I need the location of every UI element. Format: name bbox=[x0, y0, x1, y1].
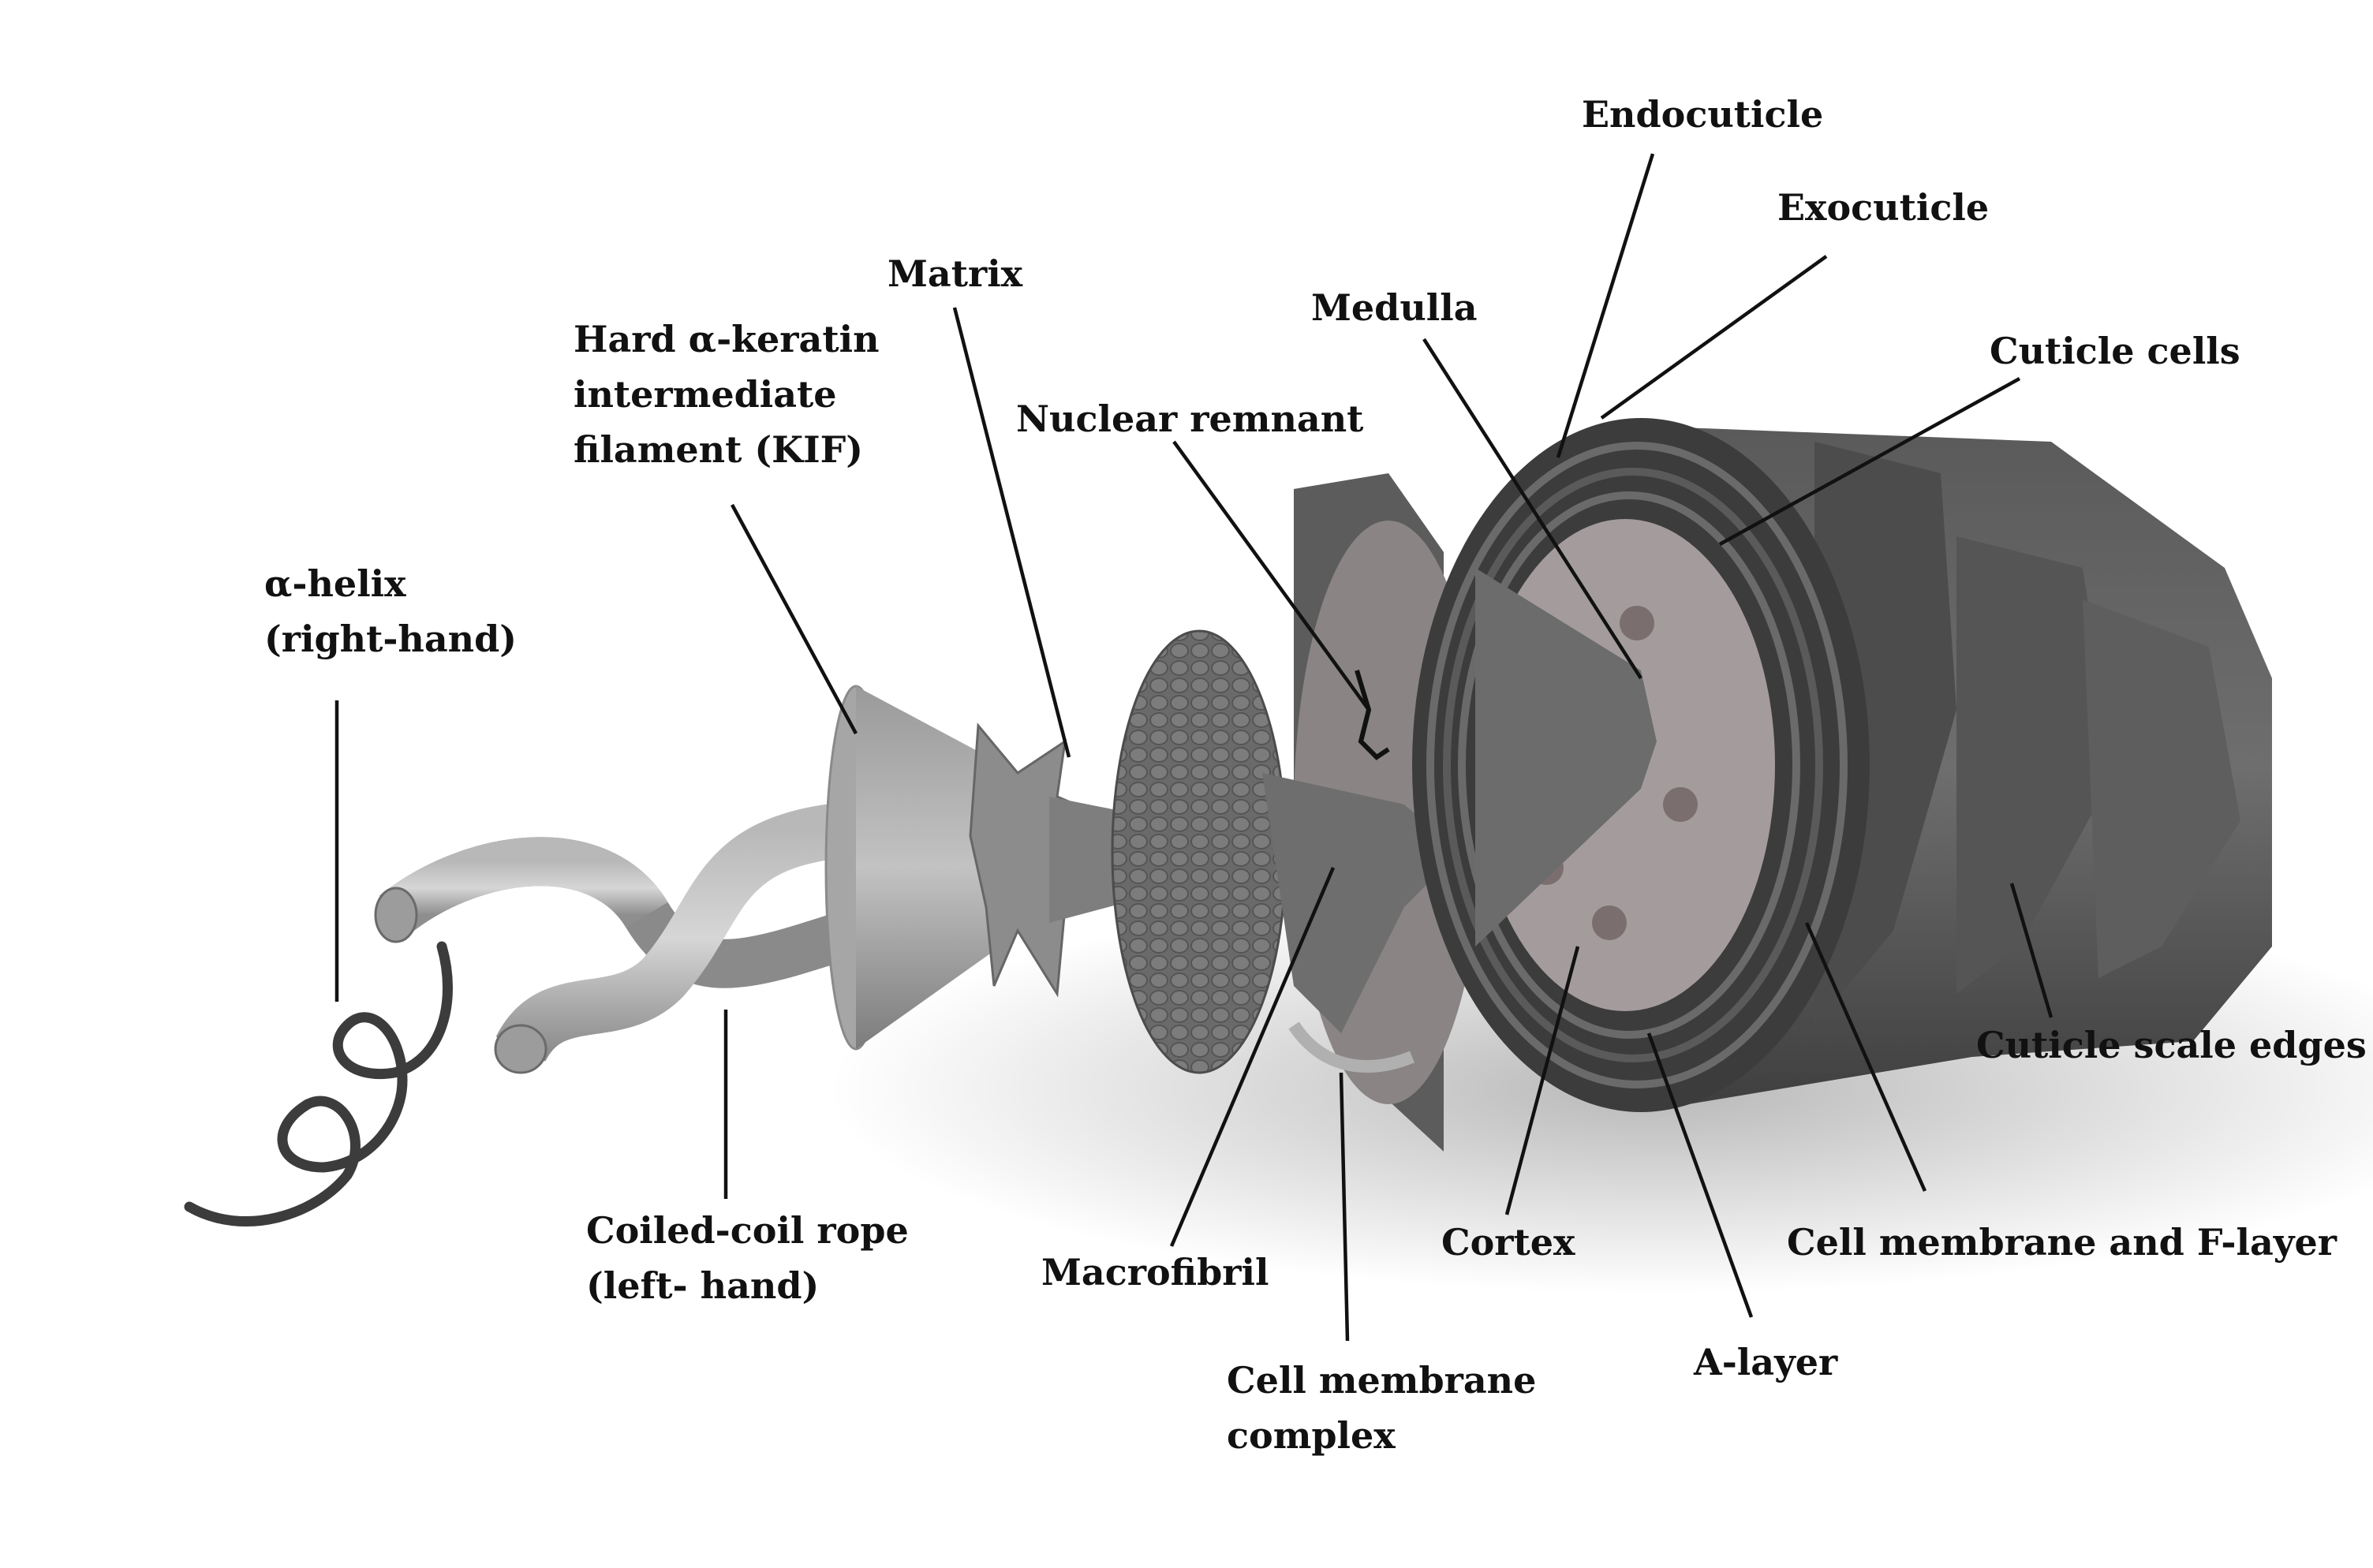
leader-exocuticle bbox=[1600, 255, 1828, 420]
leader-cell-membrane-complex bbox=[1339, 1072, 1350, 1342]
label-cuticle-scale-edges: Cuticle scale edges bbox=[1976, 1017, 2367, 1073]
label-medulla-text: Medulla bbox=[1311, 286, 1478, 329]
label-kif-line1: Hard α-keratin bbox=[574, 318, 880, 360]
cortex-nucleus-1 bbox=[1620, 606, 1654, 640]
label-exocuticle-text: Exocuticle bbox=[1777, 186, 1990, 229]
leader-kif bbox=[731, 503, 858, 735]
cuticle-scale-2 bbox=[1956, 536, 2114, 994]
label-cuticle-cells-text: Cuticle cells bbox=[1990, 330, 2240, 372]
cuticle-ring-3 bbox=[1426, 442, 1848, 1088]
label-kif: Hard α-keratin intermediate filament (KI… bbox=[574, 312, 880, 477]
leader-cuticle-scale-edges bbox=[2009, 883, 2053, 1018]
leader-matrix bbox=[952, 307, 1071, 758]
coiled-coil-tube-front bbox=[495, 801, 869, 1063]
leader-macrofibril bbox=[1169, 867, 1336, 1247]
leader-lines bbox=[334, 153, 2053, 1342]
label-kif-line3: filament (KIF) bbox=[574, 428, 864, 471]
leader-cuticle-cells bbox=[1718, 377, 2021, 546]
tube-end-bottom bbox=[494, 1024, 547, 1074]
label-coiled-coil-line1: Coiled-coil rope bbox=[586, 1209, 909, 1252]
label-nuclear-remnant: Nuclear remnant bbox=[1016, 391, 1363, 446]
label-a-layer: A-layer bbox=[1694, 1335, 1837, 1390]
medulla-cone bbox=[1475, 568, 1657, 946]
label-endocuticle: Endocuticle bbox=[1582, 87, 1823, 142]
label-cell-membrane-complex: Cell membrane complex bbox=[1227, 1353, 1536, 1463]
label-coiled-coil: Coiled-coil rope (left- hand) bbox=[586, 1203, 909, 1313]
leader-a-layer bbox=[1646, 1032, 1754, 1318]
label-cell-membrane-f-layer-text: Cell membrane and F-layer bbox=[1787, 1221, 2337, 1264]
label-cuticle-scale-edges-text: Cuticle scale edges bbox=[1976, 1024, 2367, 1066]
label-medulla: Medulla bbox=[1311, 280, 1478, 335]
label-kif-line2: intermediate bbox=[574, 373, 837, 416]
alpha-helix-shape bbox=[184, 941, 453, 1227]
label-cortex-text: Cortex bbox=[1441, 1221, 1575, 1264]
label-nuclear-remnant-text: Nuclear remnant bbox=[1016, 398, 1364, 440]
label-alpha-helix-line2: (right-hand) bbox=[264, 618, 518, 660]
leader-nuclear-remnant bbox=[1172, 440, 1370, 711]
label-coiled-coil-line2: (left- hand) bbox=[586, 1264, 820, 1307]
nuclear-remnant-crack bbox=[1355, 670, 1390, 760]
label-cell-membrane-complex-line1: Cell membrane bbox=[1227, 1359, 1537, 1402]
leader-cell-membrane-f-layer bbox=[1804, 922, 1927, 1192]
cuticle-ring-1 bbox=[1458, 491, 1800, 1039]
label-cell-membrane-complex-line2: complex bbox=[1227, 1414, 1396, 1457]
cell-membrane-complex-rim bbox=[1288, 1021, 1414, 1073]
cuticle-scale-3 bbox=[2083, 599, 2240, 978]
cortex-nucleus-2 bbox=[1663, 787, 1698, 822]
tube-end-left bbox=[374, 887, 418, 943]
leader-endocuticle bbox=[1556, 153, 1655, 458]
label-cell-membrane-f-layer: Cell membrane and F-layer bbox=[1787, 1215, 2337, 1270]
label-cortex: Cortex bbox=[1441, 1215, 1575, 1270]
label-endocuticle-text: Endocuticle bbox=[1582, 93, 1824, 136]
label-cuticle-cells: Cuticle cells bbox=[1990, 323, 2240, 379]
cortex-nucleus-3 bbox=[1592, 905, 1627, 940]
coiled-coil-tube-upper bbox=[379, 837, 668, 935]
leader-cortex bbox=[1504, 946, 1580, 1215]
label-matrix-text: Matrix bbox=[888, 252, 1023, 295]
label-macrofibril-text: Macrofibril bbox=[1041, 1251, 1269, 1294]
macrofibril-funnel bbox=[1262, 773, 1459, 1033]
label-exocuticle: Exocuticle bbox=[1777, 180, 1989, 235]
label-matrix: Matrix bbox=[888, 246, 1022, 301]
label-alpha-helix-line1: α-helix bbox=[264, 562, 406, 605]
label-alpha-helix: α-helix (right-hand) bbox=[264, 556, 517, 666]
label-a-layer-text: A-layer bbox=[1694, 1341, 1838, 1383]
leader-medulla bbox=[1422, 338, 1642, 680]
cuticle-ring-2 bbox=[1443, 468, 1823, 1062]
label-macrofibril: Macrofibril bbox=[1041, 1245, 1269, 1300]
